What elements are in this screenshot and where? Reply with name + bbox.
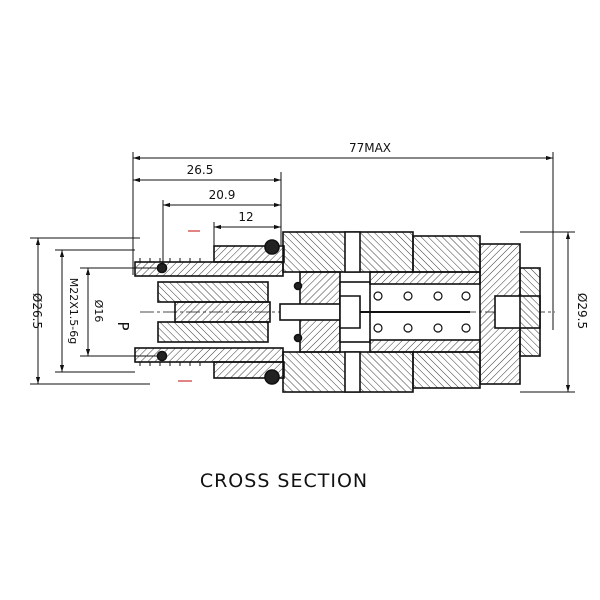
dim-overall-length: 77MAX [349,141,391,155]
dim-length-2: 20.9 [209,188,236,202]
dim-length-1: 26.5 [187,163,214,177]
dim-length-3: 12 [238,210,253,224]
dim-diameter-bore: Ø16 [92,300,105,323]
dim-diameter-right: Ø29.5 [575,293,589,329]
dimension-lines [30,152,575,393]
caption: CROSS SECTION [200,470,368,492]
dim-diameter-left: Ø26.5 [30,293,44,329]
valve-body [134,231,555,393]
dim-thread: M22X1.5-6g [67,278,80,344]
port-label: P [114,321,132,330]
